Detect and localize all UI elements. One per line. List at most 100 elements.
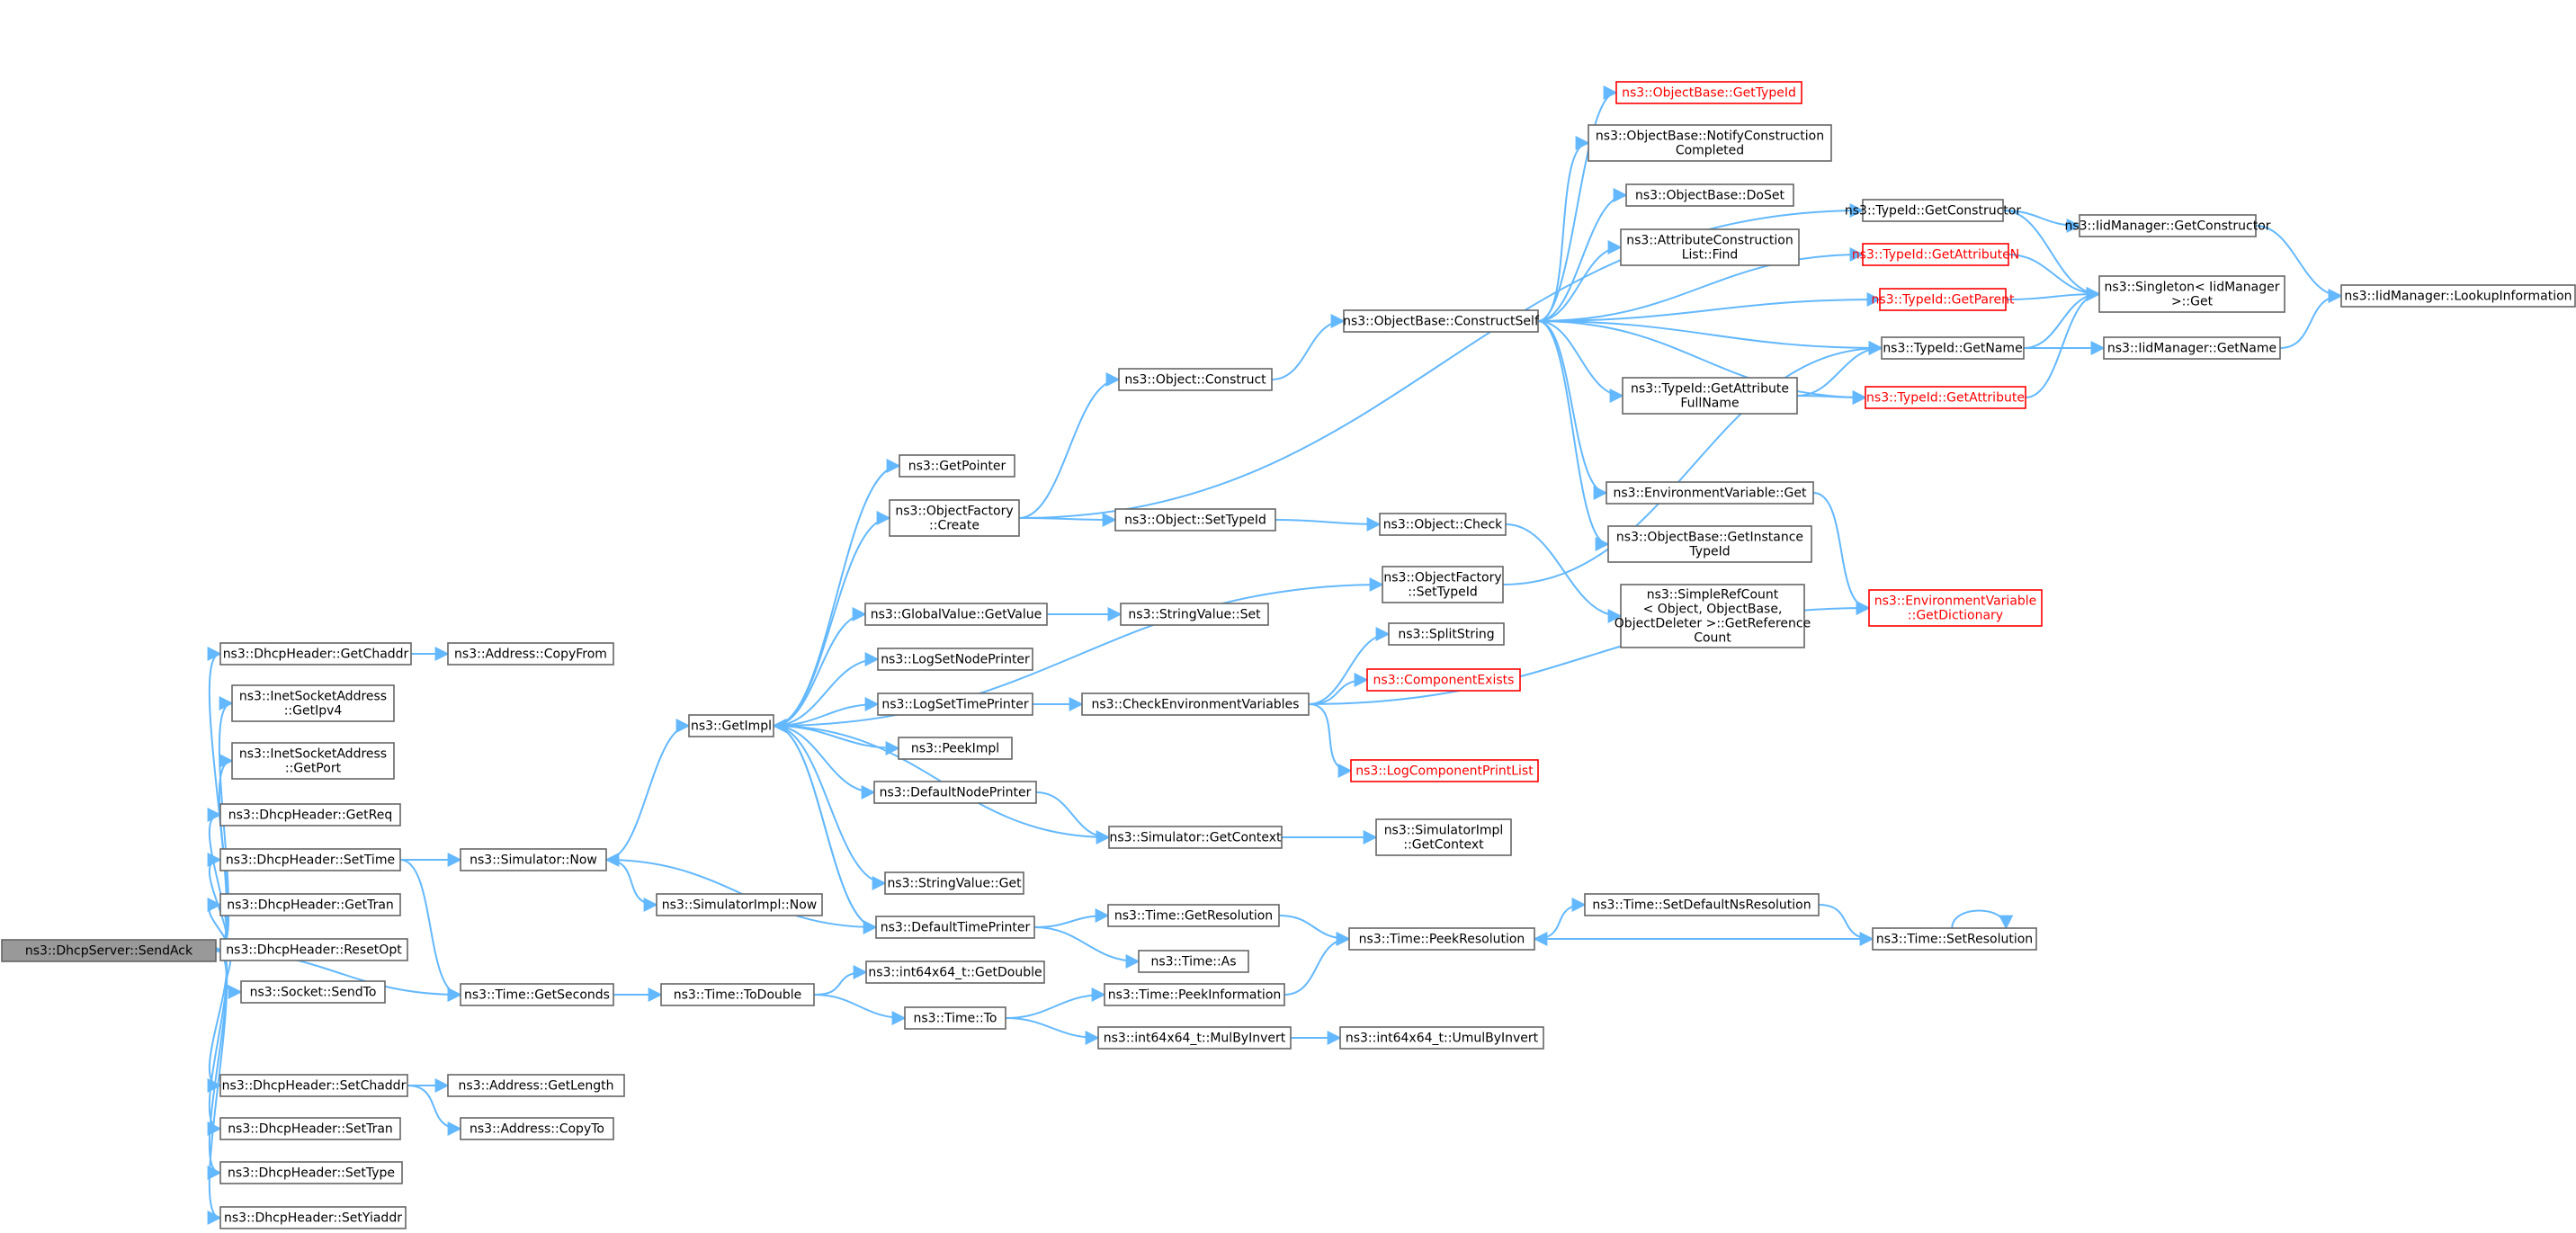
- node-box: [1, 939, 217, 962]
- node-iid-get-name[interactable]: ns3::IidManager::GetName: [2103, 336, 2281, 360]
- node-ob-construct-self[interactable]: ns3::ObjectBase::ConstructSelf: [1343, 309, 1540, 333]
- node-set-chaddr[interactable]: ns3::DhcpHeader::SetChaddr: [219, 1074, 408, 1097]
- node-get-req[interactable]: ns3::DhcpHeader::GetReq: [219, 803, 401, 826]
- node-obj-construct[interactable]: ns3::Object::Construct: [1118, 368, 1273, 391]
- node-gv-get-value[interactable]: ns3::GlobalValue::GetValue: [864, 603, 1048, 626]
- node-get-impl[interactable]: ns3::GetImpl: [688, 714, 774, 737]
- node-label: ::GetPort: [285, 762, 342, 776]
- edge-peekRes-to-setDefNs: [1534, 898, 1587, 940]
- node-set-tran[interactable]: ns3::DhcpHeader::SetTran: [219, 1117, 401, 1140]
- node-obj-set-type-id[interactable]: ns3::Object::SetTypeId: [1114, 508, 1276, 532]
- node-set-def-ns[interactable]: ns3::Time::SetDefaultNsResolution: [1584, 893, 1820, 916]
- node-env-get[interactable]: ns3::EnvironmentVariable::Get: [1606, 481, 1814, 505]
- node-log-set-node[interactable]: ns3::LogSetNodePrinter: [877, 648, 1033, 671]
- node-to-double[interactable]: ns3::Time::ToDouble: [660, 983, 815, 1006]
- node-label: ns3::LogSetTimePrinter: [881, 698, 1029, 712]
- node-ob-do-set[interactable]: ns3::ObjectBase::DoSet: [1625, 183, 1794, 207]
- node-tid-get-attr[interactable]: ns3::TypeId::GetAttribute: [1865, 386, 2026, 409]
- node-box: [660, 983, 815, 1006]
- node-box: [219, 1206, 407, 1229]
- node-set-yiaddr[interactable]: ns3::DhcpHeader::SetYiaddr: [219, 1206, 407, 1229]
- node-get-seconds[interactable]: ns3::Time::GetSeconds: [460, 983, 614, 1006]
- node-split-string[interactable]: ns3::SplitString: [1388, 622, 1505, 646]
- node-addr-copy-from[interactable]: ns3::Address::CopyFrom: [447, 642, 614, 666]
- node-obj-check[interactable]: ns3::Object::Check: [1379, 513, 1507, 536]
- node-get-pointer[interactable]: ns3::GetPointer: [899, 454, 1015, 478]
- node-set-type[interactable]: ns3::DhcpHeader::SetType: [219, 1161, 403, 1184]
- node-label: ns3::AttributeConstruction: [1626, 234, 1793, 248]
- edge-ofCreate-to-objConstruct: [1018, 372, 1121, 519]
- node-of-set-type-id[interactable]: ns3::ObjectFactory::SetTypeId: [1382, 566, 1504, 603]
- node-mul-by-invert[interactable]: ns3::int64x64_t::MulByInvert: [1097, 1026, 1292, 1050]
- node-str-get[interactable]: ns3::StringValue::Get: [884, 871, 1024, 895]
- node-send-to[interactable]: ns3::Socket::SendTo: [240, 980, 386, 1004]
- node-umul-by-invert[interactable]: ns3::int64x64_t::UmulByInvert: [1339, 1026, 1544, 1050]
- node-iid-get-ctor[interactable]: ns3::IidManager::GetConstructor: [2064, 214, 2271, 237]
- node-check-env[interactable]: ns3::CheckEnvironmentVariables: [1081, 692, 1310, 716]
- edge-toDouble-to-i64GetDouble: [813, 965, 868, 996]
- edge-getImpl-to-ofCreate: [773, 511, 891, 727]
- node-time-set-res[interactable]: ns3::Time::SetResolution: [1872, 927, 2037, 951]
- node-time-as[interactable]: ns3::Time::As: [1138, 950, 1249, 973]
- node-sim-impl-get-ctx[interactable]: ns3::SimulatorImpl::GetContext: [1375, 818, 1512, 856]
- node-peek-res[interactable]: ns3::Time::PeekResolution: [1348, 927, 1535, 951]
- edge-objSetTypeId-to-objCheck: [1275, 516, 1382, 532]
- node-iid-lookup[interactable]: ns3::IidManager::LookupInformation: [2340, 284, 2576, 308]
- node-box: [219, 848, 401, 871]
- node-box: [1607, 525, 1812, 563]
- node-box: [1118, 368, 1273, 391]
- node-get-tran[interactable]: ns3::DhcpHeader::GetTran: [219, 893, 401, 916]
- node-log-comp-print[interactable]: ns3::LogComponentPrintList: [1350, 759, 1539, 782]
- node-time-get-res[interactable]: ns3::Time::GetResolution: [1107, 904, 1280, 927]
- node-box: [875, 916, 1035, 939]
- node-def-time-printer[interactable]: ns3::DefaultTimePrinter: [875, 916, 1035, 939]
- node-ob-notify[interactable]: ns3::ObjectBase::NotifyConstructionCompl…: [1588, 124, 1832, 162]
- node-src-get-ref[interactable]: ns3::SimpleRefCount< Object, ObjectBase,…: [1614, 584, 1811, 648]
- node-singleton-get[interactable]: ns3::Singleton< IidManager>::Get: [2098, 275, 2285, 313]
- node-tid-get-attr-n[interactable]: ns3::TypeId::GetAttributeN: [1852, 243, 2019, 266]
- node-box: [1615, 81, 1802, 104]
- edge-obConstructSelf-to-attrFind: [1537, 240, 1623, 322]
- edge-simNow-to-simImplNow: [605, 859, 658, 912]
- node-get-ipv4[interactable]: ns3::InetSocketAddress::GetIpv4: [231, 684, 395, 722]
- node-str-set[interactable]: ns3::StringValue::Set: [1120, 603, 1269, 626]
- node-set-time[interactable]: ns3::DhcpHeader::SetTime: [219, 848, 401, 871]
- node-sim-now[interactable]: ns3::Simulator::Now: [460, 848, 607, 871]
- node-tid-get-name[interactable]: ns3::TypeId::GetName: [1881, 336, 2025, 360]
- node-get-chaddr[interactable]: ns3::DhcpHeader::GetChaddr: [219, 642, 412, 666]
- node-tid-get-parent[interactable]: ns3::TypeId::GetParent: [1872, 288, 2015, 311]
- node-label: ns3::GetPointer: [908, 460, 1006, 474]
- node-sim-impl-now[interactable]: ns3::SimulatorImpl::Now: [656, 893, 823, 916]
- node-comp-exists[interactable]: ns3::ComponentExists: [1366, 668, 1521, 692]
- node-i64-get-double[interactable]: ns3::int64x64_t::GetDouble: [865, 960, 1045, 984]
- node-label: ns3::int64x64_t::GetDouble: [868, 966, 1042, 980]
- node-label: ns3::CheckEnvironmentVariables: [1092, 698, 1300, 712]
- node-peek-impl[interactable]: ns3::PeekImpl: [898, 737, 1013, 760]
- node-log-set-time[interactable]: ns3::LogSetTimePrinter: [877, 692, 1033, 716]
- node-tid-get-ctor[interactable]: ns3::TypeId::GetConstructor: [1845, 199, 2021, 222]
- node-time-peek-info[interactable]: ns3::Time::PeekInformation: [1104, 983, 1285, 1006]
- node-of-create[interactable]: ns3::ObjectFactory::Create: [889, 499, 1020, 537]
- node-addr-get-length[interactable]: ns3::Address::GetLength: [447, 1074, 625, 1097]
- node-sim-get-context[interactable]: ns3::Simulator::GetContext: [1108, 826, 1283, 849]
- node-label: ns3::DefaultTimePrinter: [881, 921, 1031, 935]
- node-label: ns3::ObjectBase::GetInstance: [1616, 531, 1803, 545]
- node-label: ::GetContext: [1403, 838, 1484, 853]
- node-box: [460, 848, 607, 871]
- node-def-node-printer[interactable]: ns3::DefaultNodePrinter: [873, 781, 1037, 804]
- node-box: [231, 684, 395, 722]
- node-box: [904, 1006, 1006, 1030]
- node-ob-get-type-id[interactable]: ns3::ObjectBase::GetTypeId: [1615, 81, 1802, 104]
- node-addr-copy-to[interactable]: ns3::Address::CopyTo: [460, 1117, 614, 1140]
- edge-tidGetName-to-singletonGet: [2023, 287, 2101, 349]
- node-time-to[interactable]: ns3::Time::To: [904, 1006, 1006, 1030]
- node-env-get-dict[interactable]: ns3::EnvironmentVariable::GetDictionary: [1868, 589, 2043, 627]
- node-root[interactable]: ns3::DhcpServer::SendAck: [1, 939, 217, 962]
- node-reset-opt[interactable]: ns3::DhcpHeader::ResetOpt: [219, 938, 408, 961]
- node-get-port[interactable]: ns3::InetSocketAddress::GetPort: [231, 742, 395, 780]
- node-label: ns3::Time::PeekResolution: [1359, 933, 1525, 947]
